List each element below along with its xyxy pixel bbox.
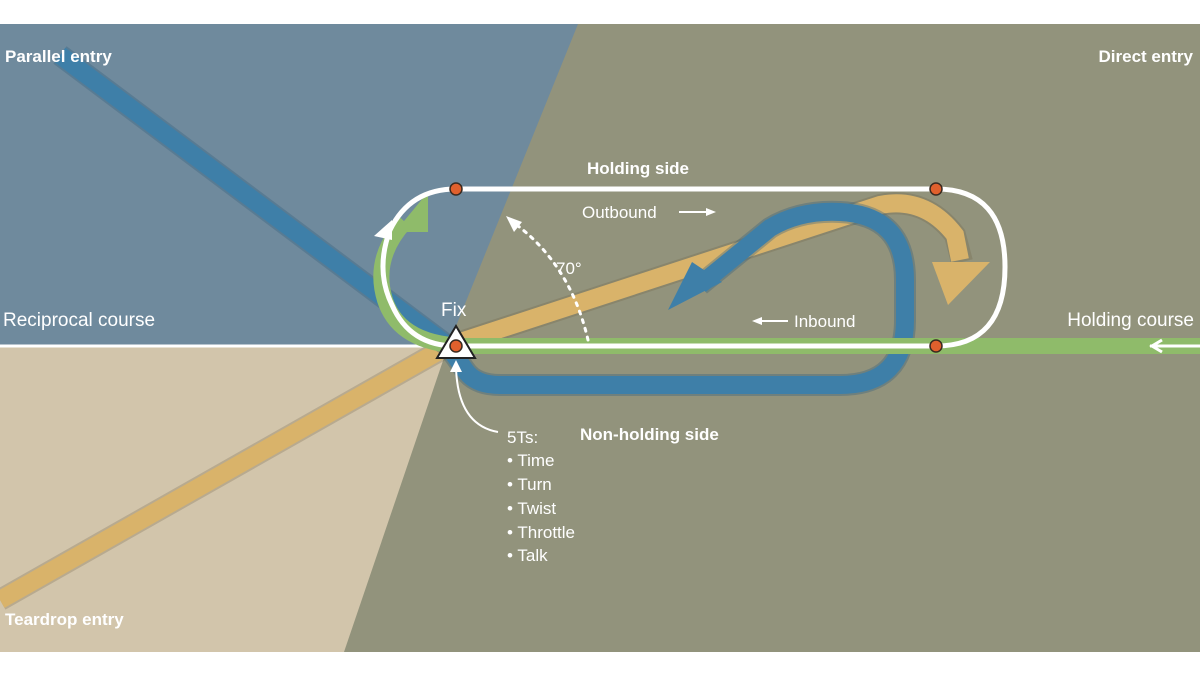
parallel-entry-path [54, 47, 914, 394]
five-ts-item: • Time [507, 451, 555, 470]
angle-arc [508, 218, 590, 342]
outbound-end-marker [929, 182, 943, 196]
parallel-entry-label: Parallel entry [5, 47, 112, 66]
five-ts-callout-arrow [450, 360, 462, 372]
five-ts-title: 5Ts: [507, 428, 538, 447]
direct-arrowhead [395, 192, 428, 232]
five-ts-item: • Turn [507, 475, 552, 494]
angle-arc-arrowhead [506, 216, 522, 232]
parallel-entry-sector [0, 24, 578, 346]
holding-course-label: Holding course [1067, 310, 1194, 331]
five-ts-item: • Talk [507, 546, 548, 565]
five-ts-item: • Twist [507, 499, 556, 518]
outbound-start-marker [449, 182, 463, 196]
teardrop-arrowhead [932, 262, 990, 305]
teardrop-entry-path [0, 194, 969, 608]
fix-marker [449, 339, 463, 353]
holding-pattern-racetrack [380, 186, 1008, 349]
angle-label: 70° [556, 259, 582, 278]
direct-entry-label: Direct entry [1099, 47, 1194, 66]
fix-label: Fix [441, 300, 467, 321]
inbound-start-marker [929, 339, 943, 353]
teardrop-entry-label: Teardrop entry [5, 610, 124, 629]
parallel-arrowhead [668, 262, 722, 310]
five-ts-callout-line [455, 367, 499, 433]
teardrop-entry-sector [0, 346, 448, 652]
holding-side-label: Holding side [587, 159, 689, 178]
outbound-label: Outbound [582, 203, 657, 222]
holding-course-arrow-icon [1149, 338, 1163, 354]
inbound-label: Inbound [794, 312, 855, 331]
racetrack-turn-arrow [374, 220, 392, 240]
reciprocal-course-label: Reciprocal course [3, 310, 155, 331]
non-holding-side-label: Non-holding side [580, 425, 719, 444]
five-ts-item: • Throttle [507, 523, 575, 542]
